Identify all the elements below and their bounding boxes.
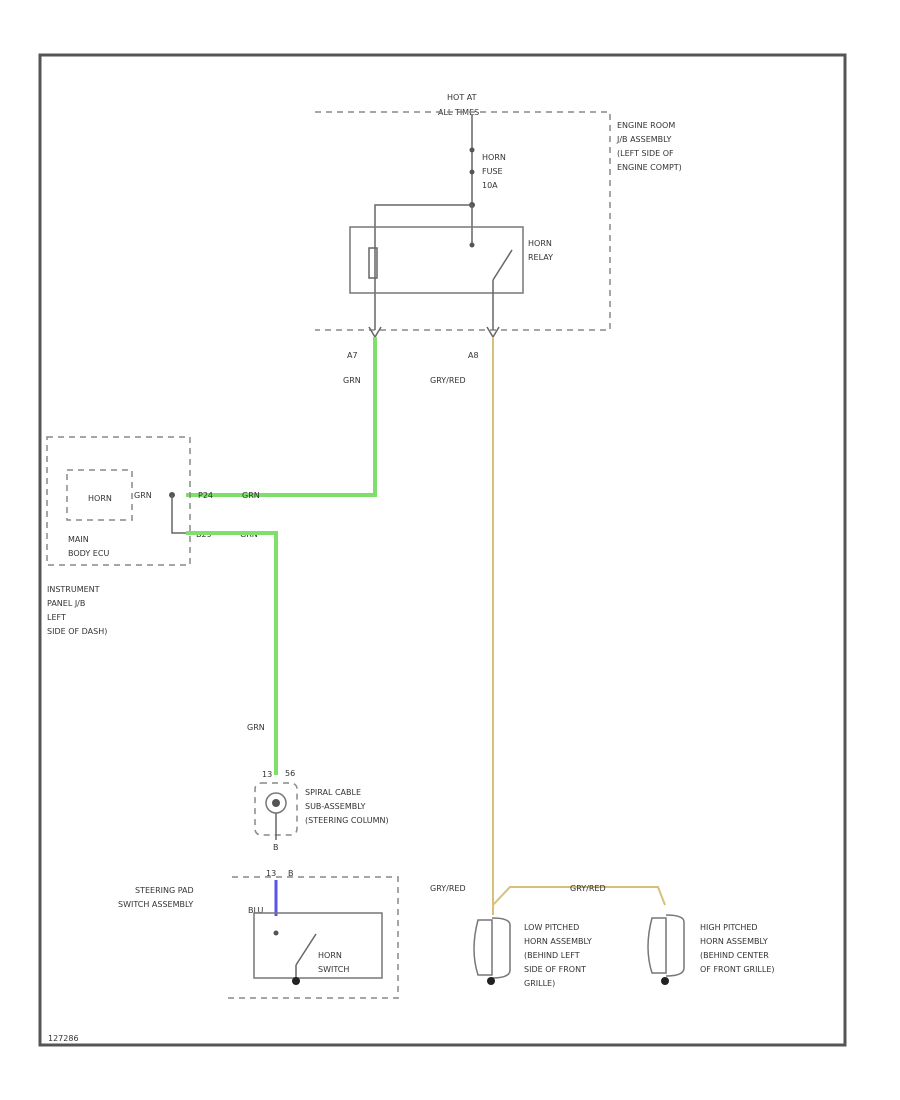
spiral-cable-label: SPIRAL CABLE SUB-ASSEMBLY (STEERING COLU… xyxy=(305,788,389,825)
horn-switch-label: HORN SWITCH xyxy=(318,951,349,974)
wire-color-gry-red-mid: GRY/RED xyxy=(570,884,606,893)
svg-text:BODY ECU: BODY ECU xyxy=(68,549,109,558)
svg-text:HORN: HORN xyxy=(318,951,342,960)
svg-text:(LEFT SIDE OF: (LEFT SIDE OF xyxy=(617,149,674,158)
diagram-code: 127286 xyxy=(48,1034,79,1043)
svg-text:FUSE: FUSE xyxy=(482,167,503,176)
svg-text:(BEHIND CENTER: (BEHIND CENTER xyxy=(700,951,769,960)
horn-relay-coil xyxy=(368,247,378,279)
svg-text:LOW PITCHED: LOW PITCHED xyxy=(524,923,579,932)
svg-text:SWITCH: SWITCH xyxy=(318,965,349,974)
fuse-terminal-top xyxy=(469,147,475,153)
svg-text:PANEL J/B: PANEL J/B xyxy=(47,599,85,608)
spiral-cable-center xyxy=(272,799,280,807)
wire-color-blu: BLU xyxy=(248,906,264,915)
wire-color-gry-red-bottom: GRY/RED xyxy=(430,884,466,893)
diagram-frame xyxy=(38,53,847,1047)
svg-text:HORN: HORN xyxy=(528,239,552,248)
svg-text:ENGINE COMPT): ENGINE COMPT) xyxy=(617,163,682,172)
steering-pad-boundary xyxy=(228,876,399,999)
svg-text:RELAY: RELAY xyxy=(528,253,553,262)
horn-relay-label: HORN RELAY xyxy=(528,239,553,262)
svg-text:(STEERING COLUMN): (STEERING COLUMN) xyxy=(305,816,389,825)
svg-text:SWITCH ASSEMBLY: SWITCH ASSEMBLY xyxy=(118,900,193,909)
horn-switch-terminal xyxy=(273,930,279,936)
connector-a7-label: A7 xyxy=(347,351,358,360)
spiral-cable-pin-56: 56 xyxy=(285,769,295,778)
instrument-jb-boundary xyxy=(46,436,191,566)
svg-text:INSTRUMENT: INSTRUMENT xyxy=(47,585,100,594)
svg-text:HIGH PITCHED: HIGH PITCHED xyxy=(700,923,758,932)
main-ecu-pin-p24: P24 xyxy=(198,491,213,500)
grn-wire-ecu-to-spiral-cable xyxy=(186,531,278,775)
svg-text:HORN: HORN xyxy=(482,153,506,162)
main-body-ecu-label: MAIN BODY ECU xyxy=(68,535,109,558)
svg-text:(BEHIND LEFT: (BEHIND LEFT xyxy=(524,951,580,960)
instrument-jb-label: INSTRUMENT PANEL J/B LEFT SIDE OF DASH) xyxy=(47,585,107,636)
svg-text:HORN ASSEMBLY: HORN ASSEMBLY xyxy=(700,937,768,946)
connector-a8-label: A8 xyxy=(468,351,479,360)
svg-text:HORN ASSEMBLY: HORN ASSEMBLY xyxy=(524,937,592,946)
spiral-cable-pin-13: 13 xyxy=(262,770,272,779)
power-label-line1: HOT AT xyxy=(447,93,477,102)
steering-pad-pin-right: B xyxy=(288,869,294,878)
main-ecu-internal-wire xyxy=(171,495,186,534)
svg-text:SIDE OF DASH): SIDE OF DASH) xyxy=(47,627,107,636)
horn-fuse-label: HORN FUSE 10A xyxy=(482,153,506,190)
svg-text:GRILLE): GRILLE) xyxy=(524,979,555,988)
relay-switch-contact xyxy=(492,249,513,281)
svg-text:STEERING PAD: STEERING PAD xyxy=(135,886,194,895)
low-horn-symbol xyxy=(473,917,511,985)
svg-text:MAIN: MAIN xyxy=(68,535,89,544)
low-horn-label: LOW PITCHED HORN ASSEMBLY (BEHIND LEFT S… xyxy=(524,923,592,988)
svg-text:SUB-ASSEMBLY: SUB-ASSEMBLY xyxy=(305,802,366,811)
high-horn-symbol xyxy=(647,914,685,985)
svg-text:10A: 10A xyxy=(482,181,498,190)
engine-room-jb-boundary xyxy=(315,111,611,331)
wire-color-gry-red-a8: GRY/RED xyxy=(430,376,466,385)
fuse-terminal-bottom xyxy=(469,169,475,175)
spiral-cable-pin-b: B xyxy=(273,843,279,852)
gry-red-wire-horn-branch xyxy=(492,886,666,906)
engine-room-jb-label: ENGINE ROOM J/B ASSEMBLY (LEFT SIDE OF E… xyxy=(616,121,682,172)
grn-wire-a7-to-ecu xyxy=(186,337,377,497)
relay-switch-pivot xyxy=(469,242,475,248)
main-ecu-horn-label: HORN xyxy=(88,494,112,503)
svg-text:SPIRAL CABLE: SPIRAL CABLE xyxy=(305,788,361,797)
svg-text:OF FRONT GRILLE): OF FRONT GRILLE) xyxy=(700,965,775,974)
high-horn-label: HIGH PITCHED HORN ASSEMBLY (BEHIND CENTE… xyxy=(700,923,775,974)
steering-pad-pin-left: 13 xyxy=(266,869,276,878)
horn-switch-contact xyxy=(295,933,317,966)
main-ecu-horn-pin: GRN xyxy=(134,491,152,500)
wire-color-grn-top: GRN xyxy=(343,376,361,385)
horn-relay-box xyxy=(349,226,524,294)
relay-coil-feed-wire xyxy=(374,204,472,330)
svg-text:ENGINE ROOM: ENGINE ROOM xyxy=(617,121,675,130)
horn-switch-ground xyxy=(292,977,300,985)
svg-text:LEFT: LEFT xyxy=(47,613,66,622)
svg-text:J/B ASSEMBLY: J/B ASSEMBLY xyxy=(616,135,672,144)
main-ecu-horn-block xyxy=(66,469,133,521)
steering-pad-label: STEERING PAD SWITCH ASSEMBLY xyxy=(118,886,194,909)
wire-color-grn-p24: GRN xyxy=(242,491,260,500)
horn-switch-box xyxy=(253,912,383,979)
svg-text:SIDE OF FRONT: SIDE OF FRONT xyxy=(524,965,586,974)
wire-color-grn-mid: GRN xyxy=(247,723,265,732)
